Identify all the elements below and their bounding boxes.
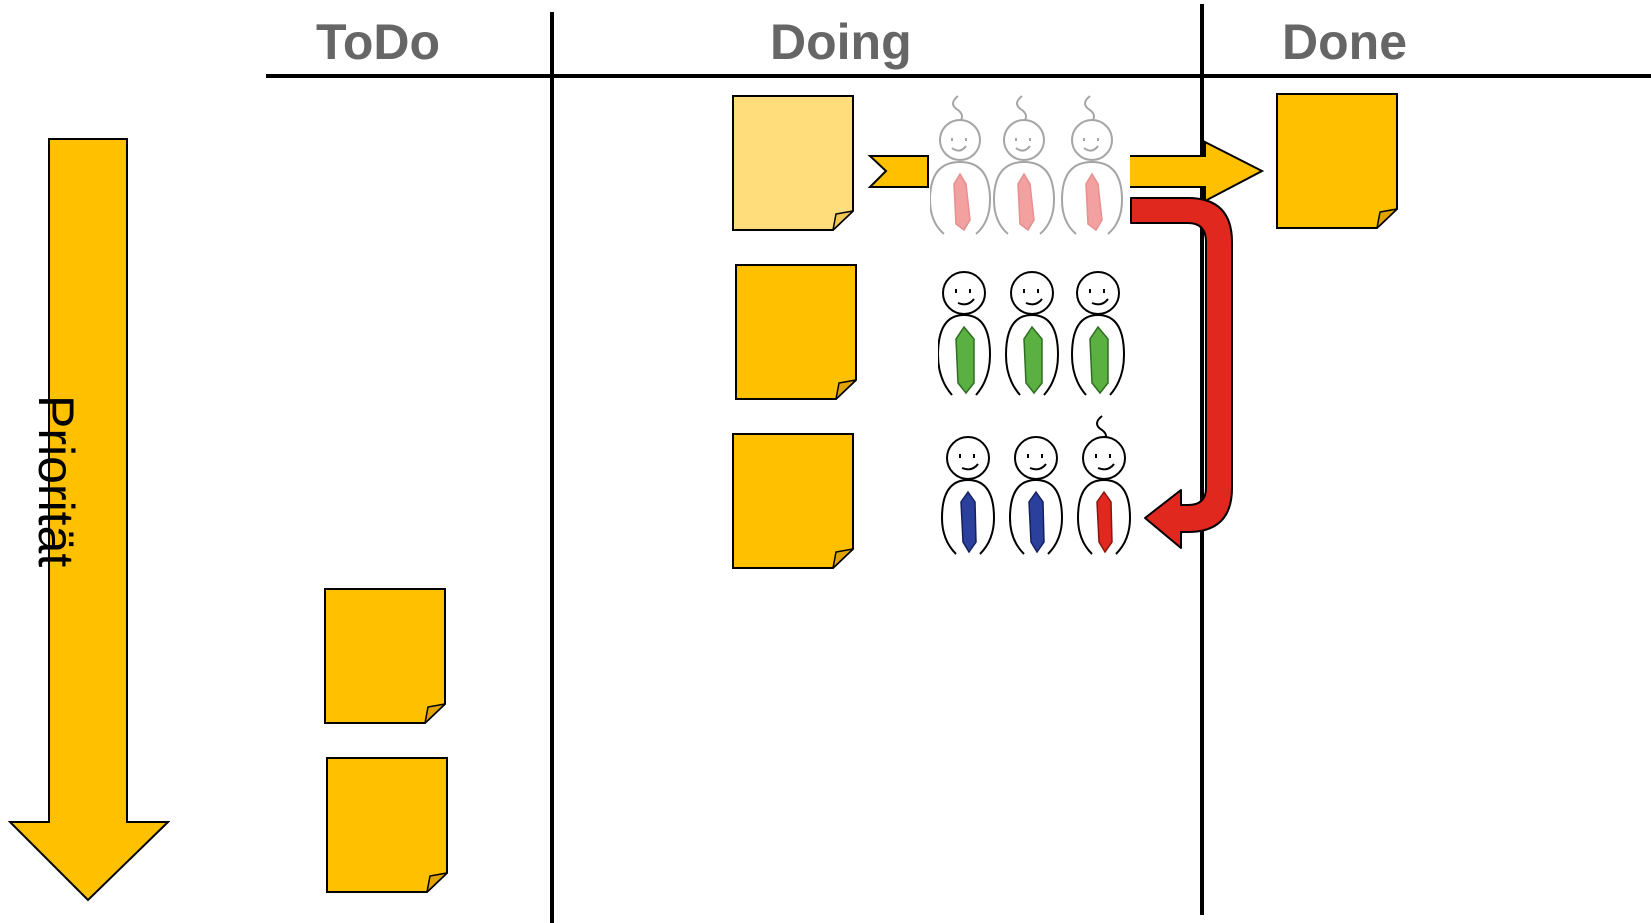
team-blue-red	[940, 410, 1140, 556]
column-header-done: Done	[1282, 14, 1407, 70]
sticky-note-doing-faded	[732, 95, 854, 231]
column-header-doing: Doing	[770, 14, 912, 70]
stick-figure-icon	[940, 436, 996, 555]
stick-figure-icon	[1070, 271, 1126, 396]
priority-label: Priorität	[28, 395, 84, 568]
team-faded	[928, 92, 1130, 236]
stick-figure-icon	[936, 271, 992, 396]
stick-figure-icon	[992, 95, 1056, 235]
column-divider-todo-doing	[550, 12, 554, 923]
sticky-note-doing-2	[735, 264, 857, 400]
stick-figure-icon	[928, 95, 992, 235]
column-divider-doing-done	[1200, 4, 1204, 915]
sticky-note-todo-2	[326, 757, 448, 893]
priority-arrow-icon	[8, 138, 170, 902]
stick-figure-icon	[1076, 415, 1132, 555]
stick-figure-icon	[1004, 271, 1060, 396]
sticky-note-todo-1	[324, 588, 446, 724]
stick-figure-icon	[1060, 95, 1124, 235]
column-header-todo: ToDo	[316, 14, 441, 70]
team-green	[936, 257, 1130, 401]
sticky-note-done	[1276, 93, 1398, 229]
stick-figure-icon	[1008, 436, 1064, 555]
sticky-note-doing-3	[732, 433, 854, 569]
header-divider-line	[266, 74, 1651, 78]
red-return-arrow-icon	[1130, 197, 1233, 549]
